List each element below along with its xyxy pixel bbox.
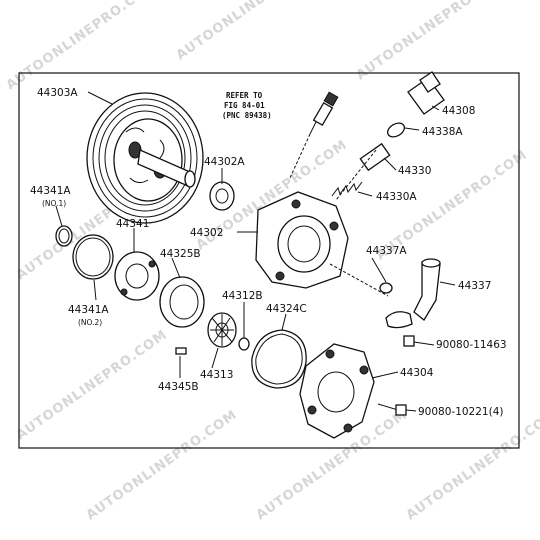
label-44302A: 44302A [204, 156, 245, 168]
vane-44345B [175, 347, 187, 355]
plate-44341 [114, 251, 160, 301]
watermark: AUTOONLINEPRO.COM [84, 407, 241, 523]
pump-body-44302 [255, 191, 349, 289]
housing-44304 [299, 343, 375, 439]
label-44325B: 44325B [160, 248, 201, 260]
label-44341A-2: 44341A [68, 304, 109, 316]
o-ring-44341A-no1 [55, 225, 73, 247]
valve-44308 [407, 71, 445, 115]
reference-line-2: FIG 84-01 [224, 101, 265, 110]
label-44302: 44302 [190, 227, 223, 239]
o-ring-44341A-no2 [72, 234, 114, 280]
watermark: AUTOONLINEPRO.COM [14, 327, 171, 443]
nut-44302A [209, 181, 235, 211]
label-44312B: 44312B [222, 290, 263, 302]
part-labels: 44303A 44308 44338A 44330 44330A 44302A … [30, 87, 507, 418]
reference-note: REFER TO FIG 84-01 (PNC 89438) [222, 91, 272, 120]
cam-ring-44325B [159, 276, 205, 328]
o-ring-44338A [386, 122, 406, 138]
label-90080-11463: 90080-11463 [436, 339, 507, 351]
bushing-44312B [238, 337, 250, 351]
label-44337A: 44337A [366, 245, 407, 257]
label-44341A-1: 44341A [30, 185, 71, 197]
label-44324C: 44324C [266, 303, 307, 315]
watermark: AUTOONLINEPRO.COM [174, 0, 331, 63]
label-44303A: 44303A [37, 87, 78, 99]
o-ring-44337A [379, 282, 393, 294]
label-44338A: 44338A [422, 126, 463, 138]
watermark: AUTOONLINEPRO.COM [4, 0, 161, 93]
label-90080-10221: 90080-10221(4) [418, 406, 503, 418]
label-44304: 44304 [400, 367, 434, 379]
label-44330A: 44330A [376, 191, 417, 203]
label-44330: 44330 [398, 165, 431, 177]
watermark: AUTOONLINEPRO.COM [354, 0, 511, 83]
diagram-frame [18, 72, 520, 449]
reference-line-3: (PNC 89438) [222, 111, 272, 120]
pulley-44303A [86, 92, 204, 224]
pressure-switch [309, 91, 339, 135]
label-44341: 44341 [116, 218, 149, 230]
rotor-44313 [207, 312, 237, 348]
label-44345B: 44345B [158, 381, 199, 393]
valve-44330 [359, 142, 391, 172]
label-44308: 44308 [442, 105, 475, 117]
label-44337: 44337 [458, 280, 491, 292]
leader-lines [55, 91, 456, 412]
label-44313: 44313 [200, 369, 233, 381]
gasket-44324C [251, 329, 307, 389]
label-no2: (NO.2) [78, 318, 102, 327]
union-44337 [385, 258, 441, 329]
spring-44330A [331, 181, 363, 197]
bolt-90080-11463 [403, 335, 415, 347]
reference-line-1: REFER TO [226, 91, 263, 100]
label-no1: (NO.1) [42, 199, 66, 208]
